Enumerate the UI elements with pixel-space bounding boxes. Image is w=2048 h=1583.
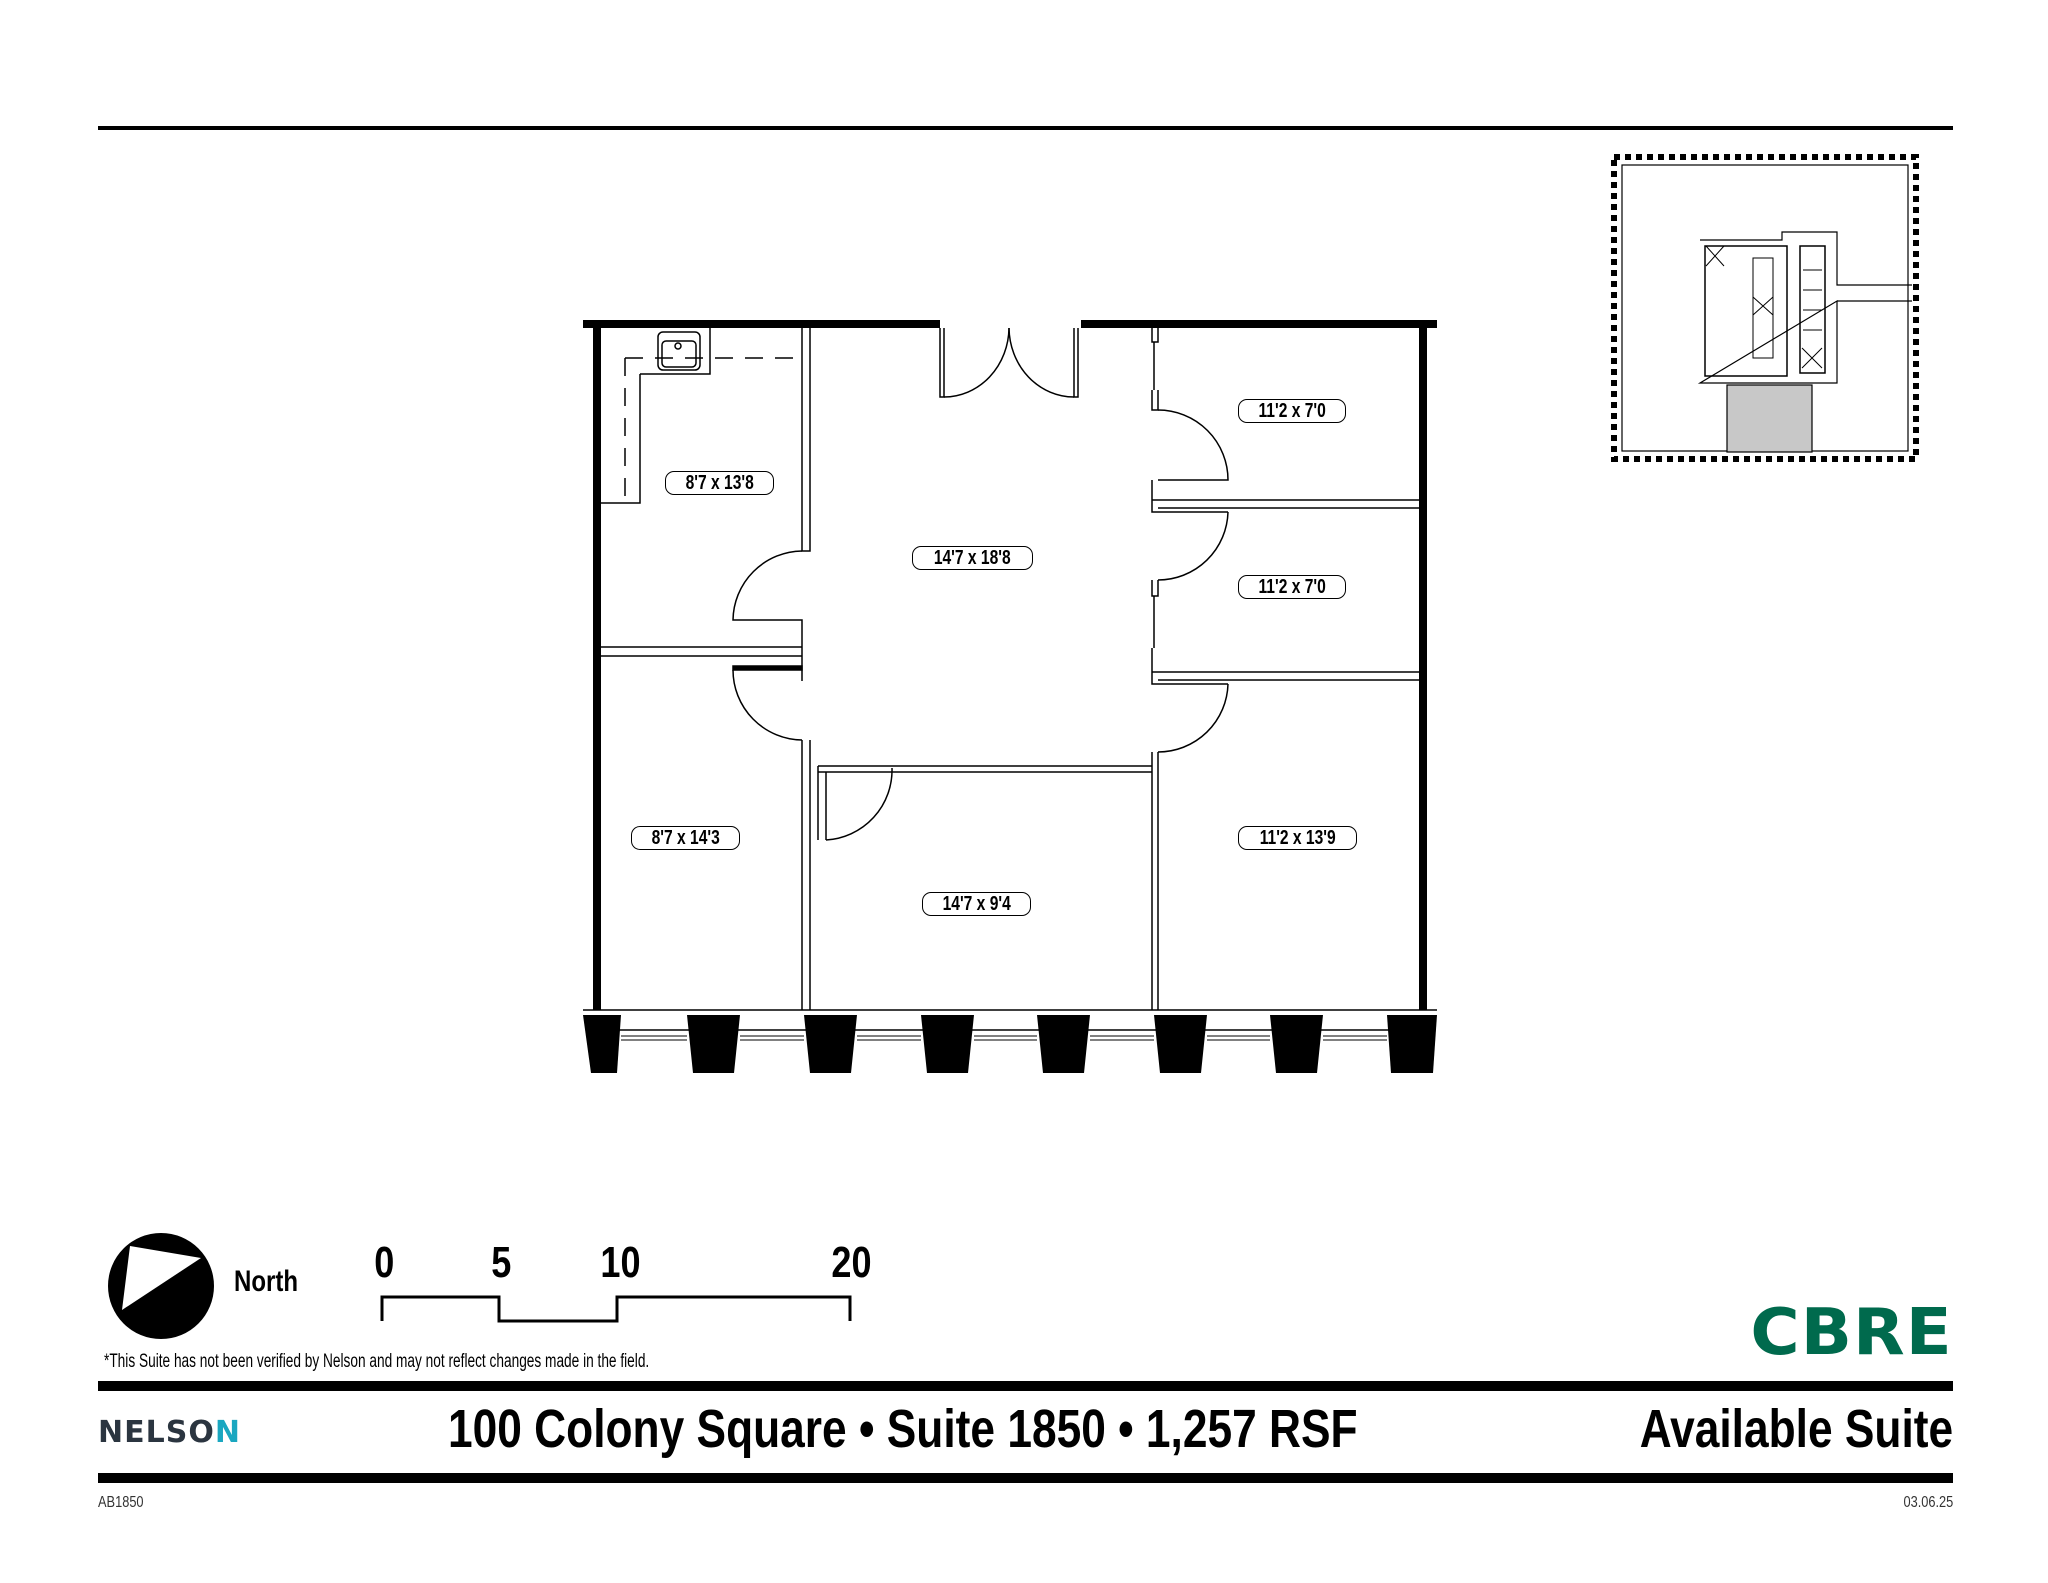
suite-title: 100 Colony Square • Suite 1850 • 1,257 R… (448, 1399, 1358, 1459)
room-label: 8'7 x 14'3 (631, 826, 741, 850)
scale-tick-20: 20 (831, 1238, 872, 1287)
nelson-logo: NELSON (98, 1415, 241, 1450)
title-rule-bottom (98, 1473, 1953, 1483)
cbre-logo: CBRE (1750, 1296, 1953, 1370)
top-rule (98, 126, 1953, 130)
floor-plan (583, 320, 1437, 1040)
document-code: AB1850 (98, 1494, 144, 1511)
title-rule-top (98, 1381, 1953, 1391)
room-label: 11'2 x 13'9 (1238, 826, 1358, 850)
north-label: North (234, 1265, 298, 1298)
column-row (583, 1015, 1437, 1073)
document-date: 03.06.25 (1903, 1494, 1953, 1511)
status-title: Available Suite (1639, 1399, 1953, 1459)
disclaimer-note: *This Suite has not been verified by Nel… (104, 1351, 650, 1372)
room-label: 11'2 x 7'0 (1238, 399, 1347, 423)
north-arrow-icon (108, 1233, 214, 1339)
scale-bar (380, 1295, 852, 1323)
scale-tick-10: 10 (600, 1238, 641, 1287)
scale-tick-5: 5 (491, 1238, 512, 1287)
room-label: 14'7 x 9'4 (922, 892, 1032, 916)
scale-tick-0: 0 (374, 1238, 395, 1287)
room-label: 8'7 x 13'8 (665, 471, 775, 495)
room-label: 11'2 x 7'0 (1238, 575, 1347, 599)
key-plan (1611, 154, 1919, 462)
room-label: 14'7 x 18'8 (912, 546, 1033, 570)
key-plan-suite-highlight (1726, 384, 1813, 453)
